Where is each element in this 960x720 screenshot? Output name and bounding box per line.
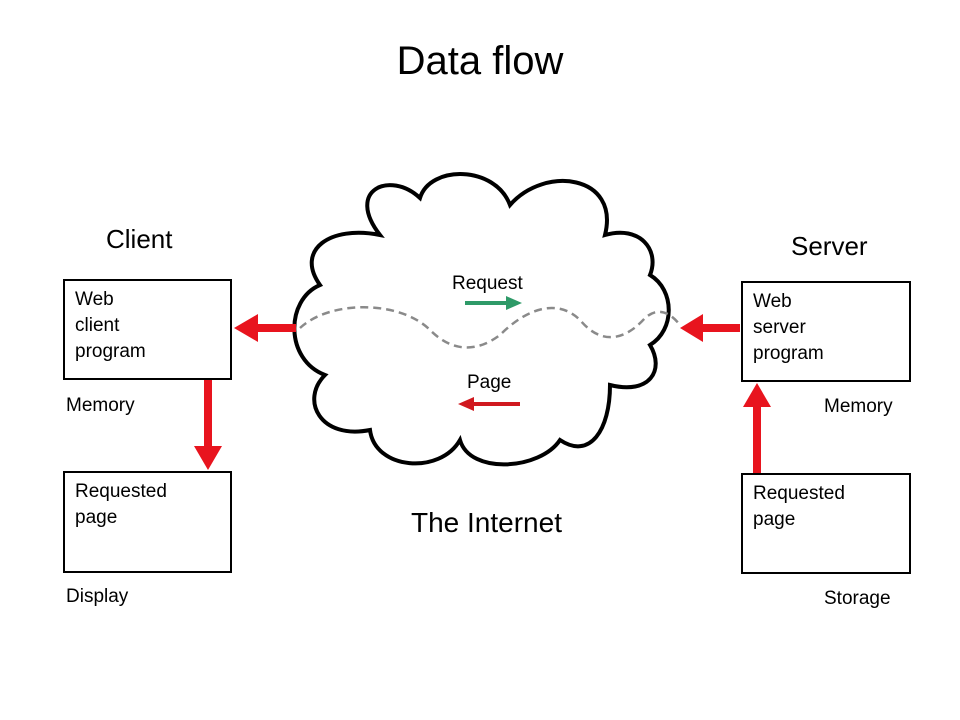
server-up-arrow	[743, 383, 771, 473]
client-label: Client	[106, 224, 173, 254]
client-requested-page-line: Requested	[75, 481, 167, 502]
server-label: Server	[791, 231, 868, 261]
slide-title: Data flow	[396, 39, 564, 83]
internet-cloud-shape	[292, 172, 671, 467]
client-requested-page-box: Requested page	[63, 471, 232, 573]
server-to-cloud-arrow	[680, 314, 740, 342]
web-server-program-line: Web	[753, 291, 792, 312]
client-memory-label: Memory	[66, 395, 135, 416]
server-requested-page-line: page	[753, 509, 796, 530]
page-arrow	[458, 397, 520, 411]
web-server-program-line: program	[753, 343, 824, 364]
cloud-to-client-arrow	[234, 314, 296, 342]
client-requested-page-line: page	[75, 507, 118, 528]
web-server-program-box: Web server program	[741, 281, 911, 382]
web-client-program-line: program	[75, 341, 146, 362]
request-label: Request	[452, 273, 523, 294]
web-client-program-line: Web	[75, 289, 114, 310]
server-requested-page-line: Requested	[753, 483, 845, 504]
server-requested-page-box: Requested page	[741, 473, 911, 574]
web-server-program-line: server	[753, 317, 806, 338]
connection-line	[299, 306, 681, 349]
request-arrow	[465, 296, 522, 310]
web-client-program-line: client	[75, 315, 120, 336]
internet-label: The Internet	[411, 507, 562, 538]
client-display-label: Display	[66, 586, 129, 607]
client-down-arrow	[194, 380, 222, 470]
web-client-program-box: Web client program	[63, 279, 232, 380]
server-memory-label: Memory	[824, 396, 893, 417]
server-storage-label: Storage	[824, 588, 891, 609]
page-label: Page	[467, 372, 512, 393]
